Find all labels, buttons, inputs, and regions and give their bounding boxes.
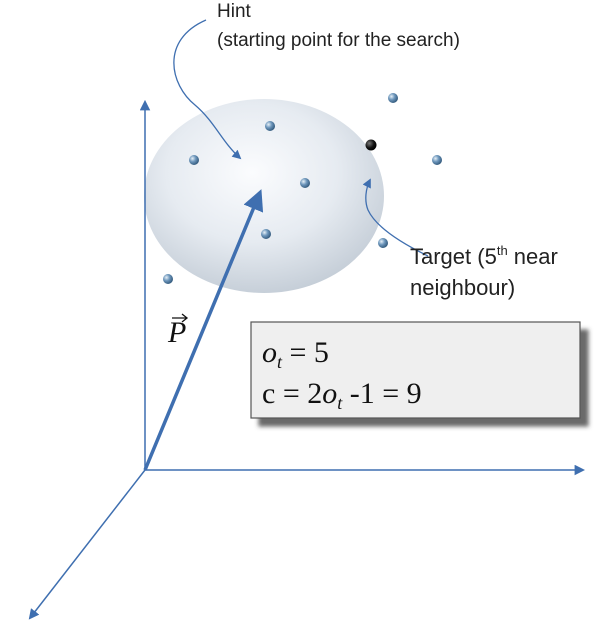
- formula-line-1: ot = 5: [262, 336, 329, 372]
- formula-line-2: c = 2ot -1 = 9: [262, 377, 422, 413]
- position-vector: [143, 189, 264, 471]
- vector-label-letter: P: [167, 316, 186, 349]
- data-point: [261, 229, 271, 239]
- hint-callout-arrow: [173, 19, 242, 160]
- data-point: [300, 178, 310, 188]
- data-point: [163, 274, 173, 284]
- vector-label: P: [167, 313, 189, 349]
- data-point: [378, 238, 388, 248]
- hint-title: Hint: [217, 1, 252, 22]
- vector-arrow-icon: [172, 313, 189, 323]
- target-callout-arrow: [362, 178, 429, 257]
- data-point: [432, 155, 442, 165]
- data-point: [265, 121, 275, 131]
- target-label-line1: Target (5th near: [410, 243, 558, 269]
- search-sphere: [144, 99, 384, 293]
- formula-box: [250, 321, 581, 419]
- z-axis: [28, 469, 146, 620]
- hint-subtitle: (starting point for the search): [217, 30, 460, 51]
- target-label-line2: neighbour): [410, 275, 515, 300]
- target-point: [365, 139, 377, 151]
- data-point: [388, 93, 398, 103]
- data-point: [189, 155, 199, 165]
